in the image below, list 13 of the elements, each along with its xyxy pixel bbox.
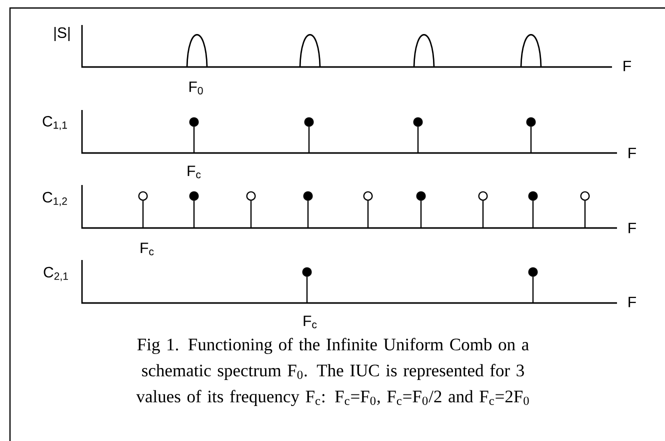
caption: Fig 1. Functioning of the Infinite Uniform Comb on a schematic spectrum F$_{0}$. The IUC is represented for 3 values of its frequency F$_{c}$: F$_{c}$=F$_{0}$, F$_{c}$=F$_{0}$/2 and F$_{c}$=2F$_{0}$ (136, 338, 529, 406)
axis-label: F (628, 296, 636, 308)
tick-label: F$_{c}$ (140, 242, 154, 256)
axis-label: C$_{2,1}$ (44, 266, 68, 282)
axis-label: C$_{1,2}$ (42, 192, 67, 206)
tick-label: F$_{c}$ (304, 316, 317, 328)
axis-label: F (628, 222, 636, 234)
axis-label: C$_{1,1}$ (42, 116, 67, 130)
tick-label: F$_{c}$ (188, 166, 201, 178)
axis-label: |S| (54, 26, 70, 42)
tick-label: F$_{0}$ (189, 82, 203, 94)
axis-label: F (628, 148, 636, 158)
axis-label: F (624, 60, 631, 72)
